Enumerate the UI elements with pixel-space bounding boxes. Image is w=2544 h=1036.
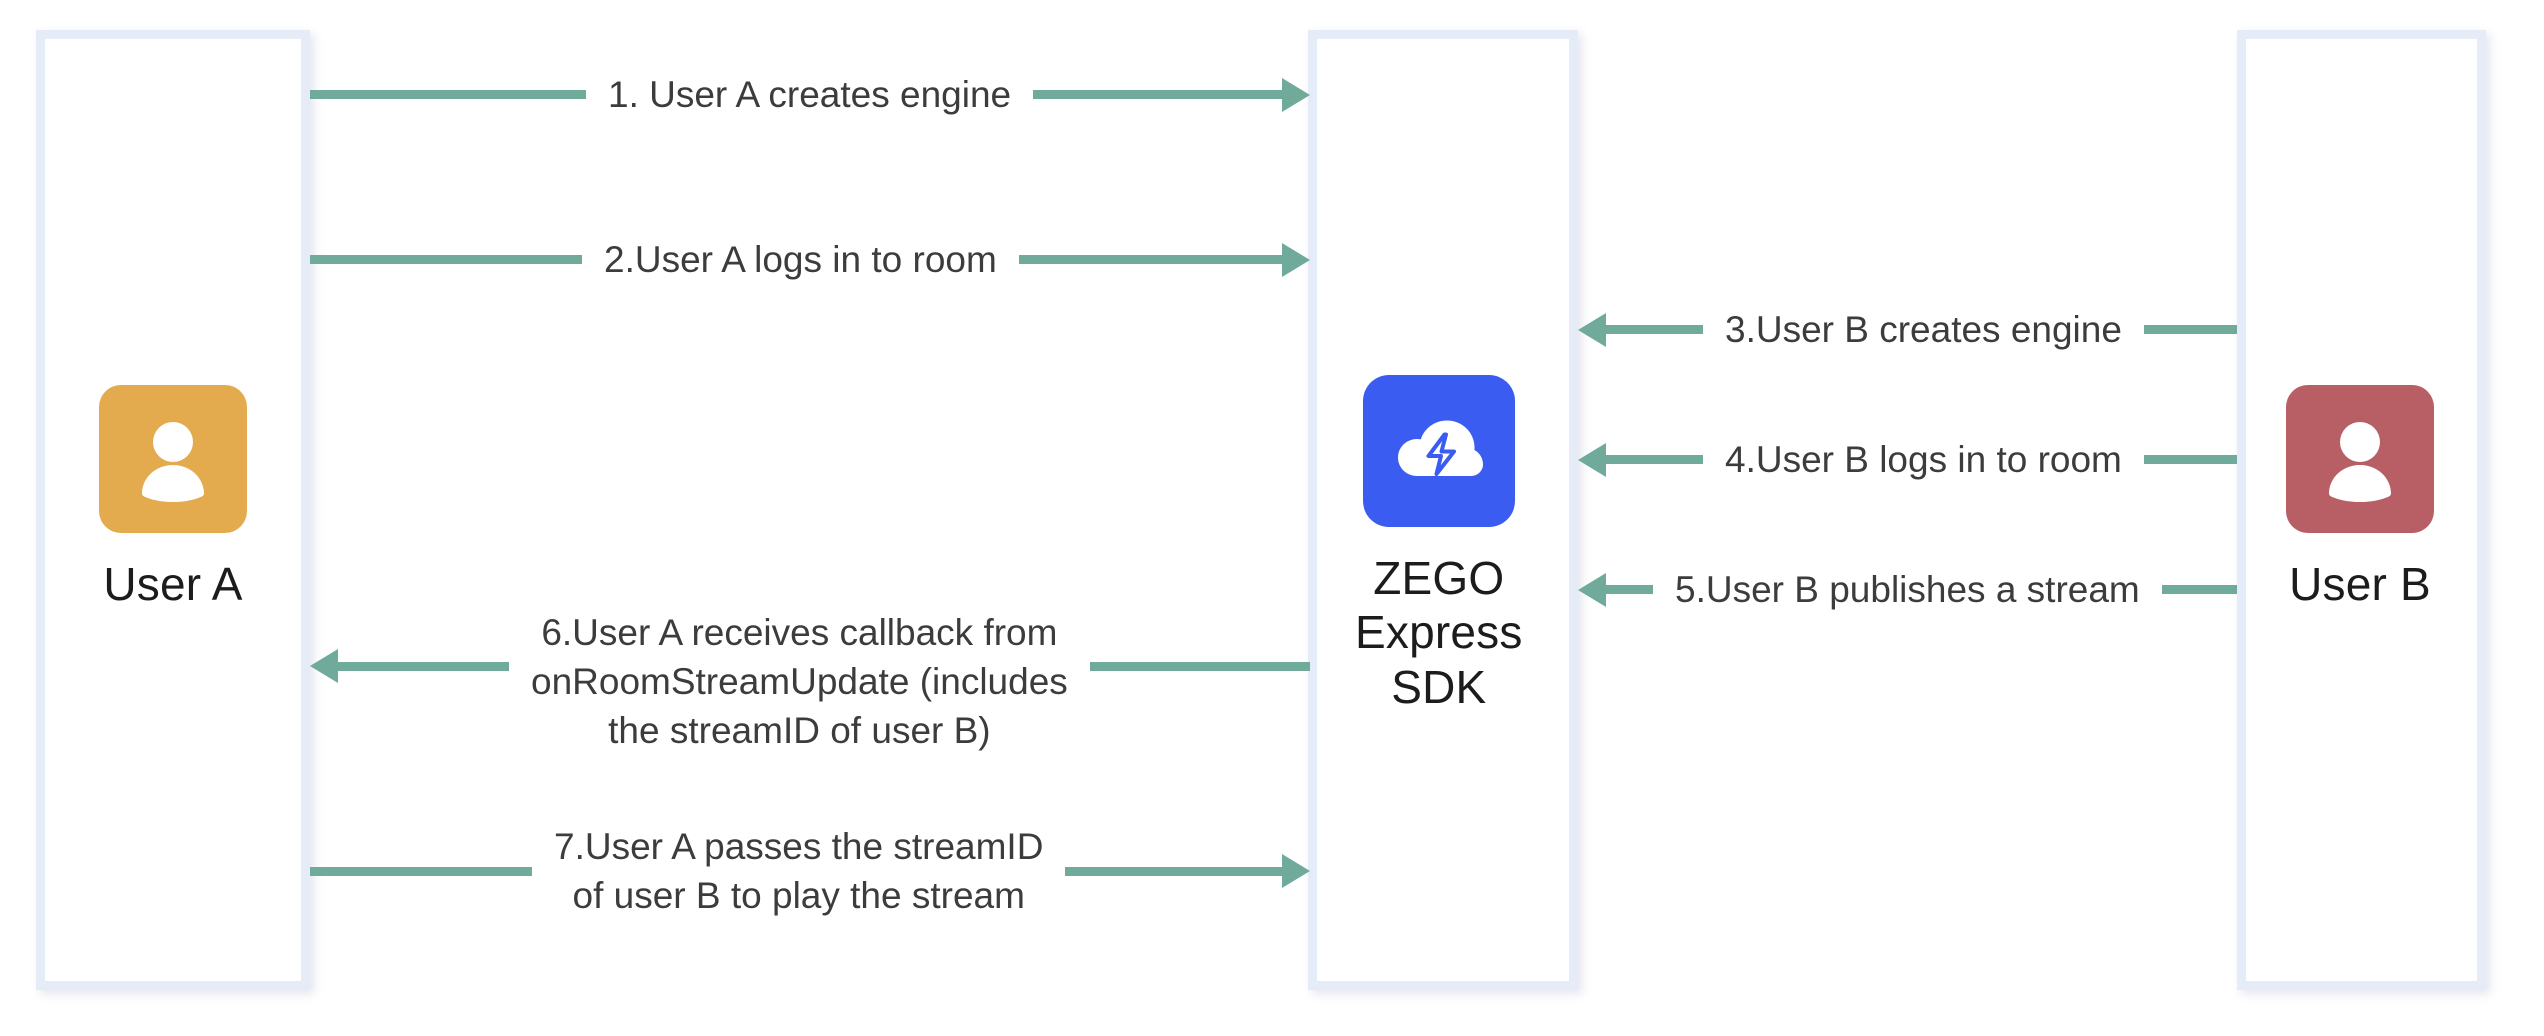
actor-label-user-a: User A	[103, 558, 243, 610]
message-2: 2.User A logs in to room	[310, 235, 1310, 284]
person-avatar-icon	[2286, 385, 2434, 533]
message-label-2: 2.User A logs in to room	[604, 239, 997, 280]
message-line-left	[310, 90, 586, 100]
actor-user-b: User B	[2286, 385, 2434, 611]
person-avatar-icon	[99, 385, 247, 533]
message-3: 3.User B creates engine	[1578, 305, 2237, 354]
message-line-left	[310, 255, 582, 265]
message-line-right	[1018, 255, 1283, 265]
message-line-left	[337, 662, 509, 671]
message-line-left	[310, 866, 532, 876]
arrowhead-right-icon	[1282, 854, 1310, 889]
arrowhead-left-icon	[310, 649, 338, 683]
actor-label-zego-express-sdk: ZEGO Express SDK	[1355, 552, 1523, 713]
message-label-5: 5.User B publishes a stream	[1675, 569, 2140, 610]
message-line-left	[1605, 455, 1703, 465]
arrowhead-left-icon	[1578, 312, 1606, 347]
message-label-1: 1. User A creates engine	[608, 74, 1012, 115]
message-line-right	[2143, 325, 2237, 335]
actor-zego-express-sdk: ZEGO Express SDK	[1355, 375, 1523, 714]
message-line-left	[1605, 325, 1703, 335]
message-line-left	[1605, 585, 1653, 595]
arrowhead-left-icon	[1578, 442, 1606, 477]
message-4: 4.User B logs in to room	[1578, 435, 2237, 484]
actor-label-user-b: User B	[2289, 558, 2431, 610]
message-line-right	[1065, 866, 1283, 876]
message-6: 6.User A receives callback from onRoomSt…	[310, 608, 1310, 756]
message-label-4: 4.User B logs in to room	[1725, 439, 2122, 480]
arrowhead-right-icon	[1282, 77, 1310, 112]
message-line-right	[2143, 455, 2237, 465]
message-label-6: 6.User A receives callback from onRoomSt…	[531, 612, 1068, 752]
message-5: 5.User B publishes a stream	[1578, 565, 2237, 614]
message-label-3: 3.User B creates engine	[1725, 309, 2122, 350]
message-line-right	[2161, 585, 2237, 595]
message-7: 7.User A passes the streamID of user B t…	[310, 822, 1310, 920]
message-1: 1. User A creates engine	[310, 70, 1310, 119]
arrowhead-left-icon	[1578, 572, 1606, 607]
message-label-7: 7.User A passes the streamID of user B t…	[554, 826, 1044, 917]
message-line-right	[1089, 662, 1310, 671]
zego-cloud-bolt-icon	[1362, 375, 1515, 527]
actor-user-a: User A	[99, 385, 247, 611]
message-line-right	[1033, 90, 1283, 100]
arrowhead-right-icon	[1282, 242, 1310, 277]
